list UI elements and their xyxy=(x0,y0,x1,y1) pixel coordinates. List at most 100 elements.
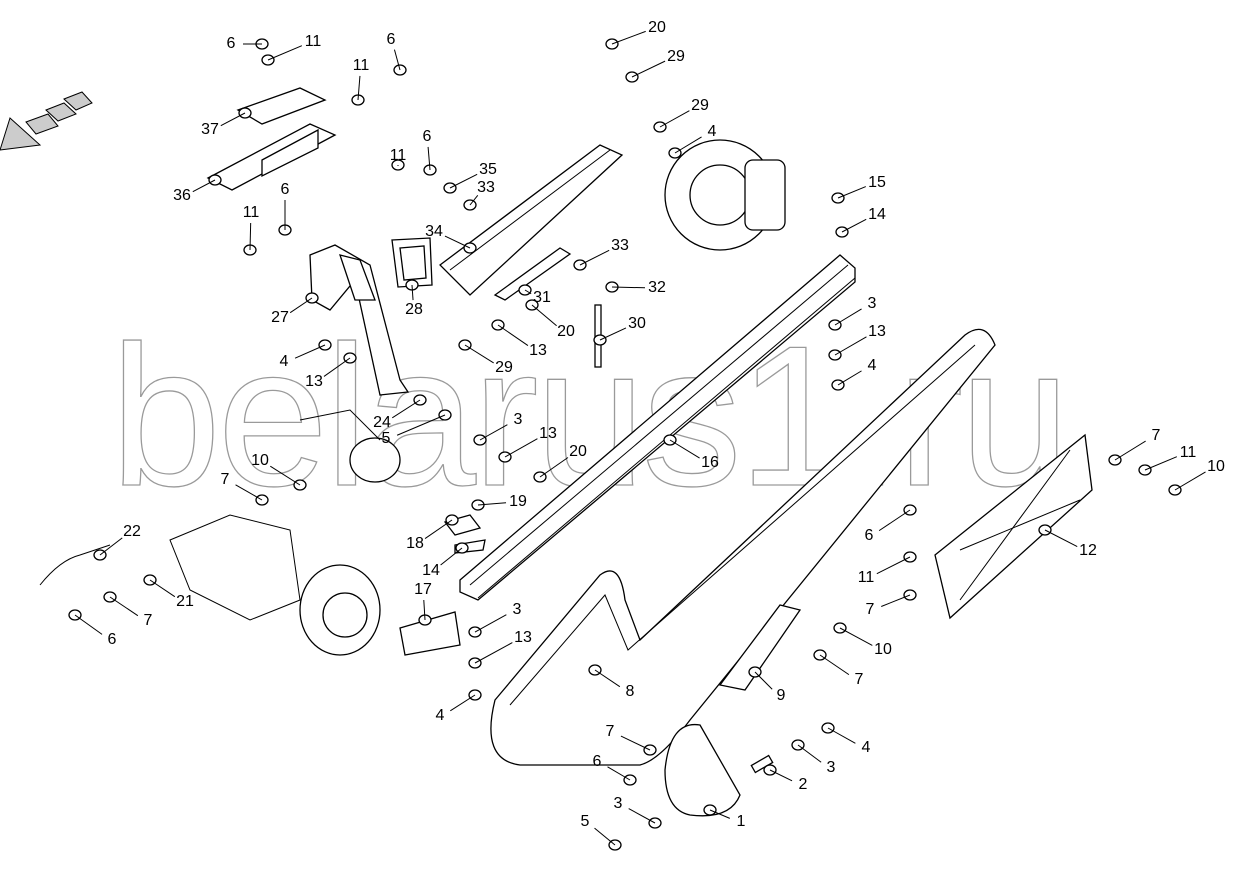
cable-22 xyxy=(39,544,111,586)
callout-number: 11 xyxy=(390,147,407,164)
callout-number: 6 xyxy=(108,631,117,648)
callout-number: 22 xyxy=(123,523,141,540)
leader-line xyxy=(631,60,666,78)
callout-number: 29 xyxy=(667,48,685,65)
leader-line xyxy=(235,484,263,501)
leader-line xyxy=(427,146,431,171)
beam-16 xyxy=(459,254,856,601)
leader-line xyxy=(109,596,139,617)
callout-number: 16 xyxy=(701,454,719,471)
callout-number: 6 xyxy=(227,35,236,52)
leader-lines xyxy=(74,30,1206,846)
callout-number: 7 xyxy=(866,601,875,618)
callout-number: 29 xyxy=(691,97,709,114)
leader-line xyxy=(474,642,513,664)
leader-line xyxy=(192,179,216,193)
callout-number: 3 xyxy=(614,795,623,812)
leader-line xyxy=(834,308,862,326)
leader-line xyxy=(674,136,702,154)
callout-number: 1 xyxy=(737,813,746,830)
leader-line xyxy=(289,297,313,314)
leader-line xyxy=(74,614,103,635)
leader-line xyxy=(709,809,731,819)
leader-line xyxy=(878,509,911,532)
callout-number: 4 xyxy=(862,739,871,756)
callout-number: 18 xyxy=(406,535,424,552)
leader-line xyxy=(594,827,616,846)
leader-line xyxy=(323,357,351,377)
leader-line xyxy=(357,75,361,101)
leader-line xyxy=(464,344,494,364)
callout-number: 10 xyxy=(251,452,269,469)
callout-number: 36 xyxy=(173,187,191,204)
leader-line xyxy=(396,414,446,436)
callout-number: 11 xyxy=(305,33,322,50)
callout-number: 6 xyxy=(281,181,290,198)
leader-line xyxy=(497,324,529,346)
callout-number: 37 xyxy=(201,121,219,138)
callout-number: 20 xyxy=(648,19,666,36)
leader-line xyxy=(449,173,478,189)
callout-number: 21 xyxy=(176,593,194,610)
callout-number: 2 xyxy=(799,776,808,793)
leader-line xyxy=(579,249,610,266)
direction-arrow-icon xyxy=(0,91,93,151)
callout-number: 29 xyxy=(495,359,513,376)
leader-line xyxy=(769,769,793,782)
leader-line xyxy=(611,286,646,289)
leader-line xyxy=(270,465,301,486)
leader-line xyxy=(827,727,856,744)
callout-number: 4 xyxy=(868,357,877,374)
leader-line xyxy=(440,547,463,566)
leader-line xyxy=(1114,440,1146,461)
engine-pulley xyxy=(169,409,401,656)
leader-line xyxy=(249,222,252,251)
cover-9 xyxy=(718,604,802,691)
leader-line xyxy=(469,194,479,206)
callout-number: 34 xyxy=(425,223,443,240)
pin-2 xyxy=(750,754,774,774)
leader-line xyxy=(539,457,569,478)
leader-line xyxy=(876,556,911,575)
leader-line xyxy=(393,49,401,71)
leader-line xyxy=(411,284,414,301)
leader-line xyxy=(423,599,426,621)
callout-number: 6 xyxy=(423,128,432,145)
leader-line xyxy=(819,654,850,676)
leader-line xyxy=(841,218,867,233)
callout-number: 14 xyxy=(422,562,440,579)
frame-28 xyxy=(391,237,433,288)
leader-line xyxy=(531,304,557,327)
callout-number: 24 xyxy=(373,414,391,431)
leader-line xyxy=(628,808,656,824)
callout-number: 33 xyxy=(611,237,629,254)
leader-line xyxy=(477,502,507,506)
callout-number: 13 xyxy=(868,323,886,340)
callout-number: 3 xyxy=(868,295,877,312)
callout-number: 4 xyxy=(280,353,289,370)
leader-line xyxy=(611,30,646,45)
leader-line xyxy=(99,537,123,556)
callout-number: 11 xyxy=(858,569,875,586)
leader-line xyxy=(594,669,621,688)
callout-number: 7 xyxy=(855,671,864,688)
callout-number: 35 xyxy=(479,161,497,178)
callout-number: 4 xyxy=(708,123,717,140)
callout-number: 13 xyxy=(305,373,323,390)
callout-number: 3 xyxy=(513,601,522,618)
callout-number: 3 xyxy=(827,759,836,776)
leader-line xyxy=(391,399,421,419)
callout-number: 7 xyxy=(144,612,153,629)
callout-number: 31 xyxy=(533,289,551,306)
leader-line xyxy=(444,235,471,249)
leader-line xyxy=(754,671,773,690)
leader-line xyxy=(659,110,690,128)
callout-number: 15 xyxy=(868,174,886,191)
leader-line xyxy=(837,370,862,386)
leader-line xyxy=(220,112,246,127)
leader-line xyxy=(1044,529,1078,548)
callout-number: 27 xyxy=(271,309,289,326)
channel-34 xyxy=(439,144,624,296)
